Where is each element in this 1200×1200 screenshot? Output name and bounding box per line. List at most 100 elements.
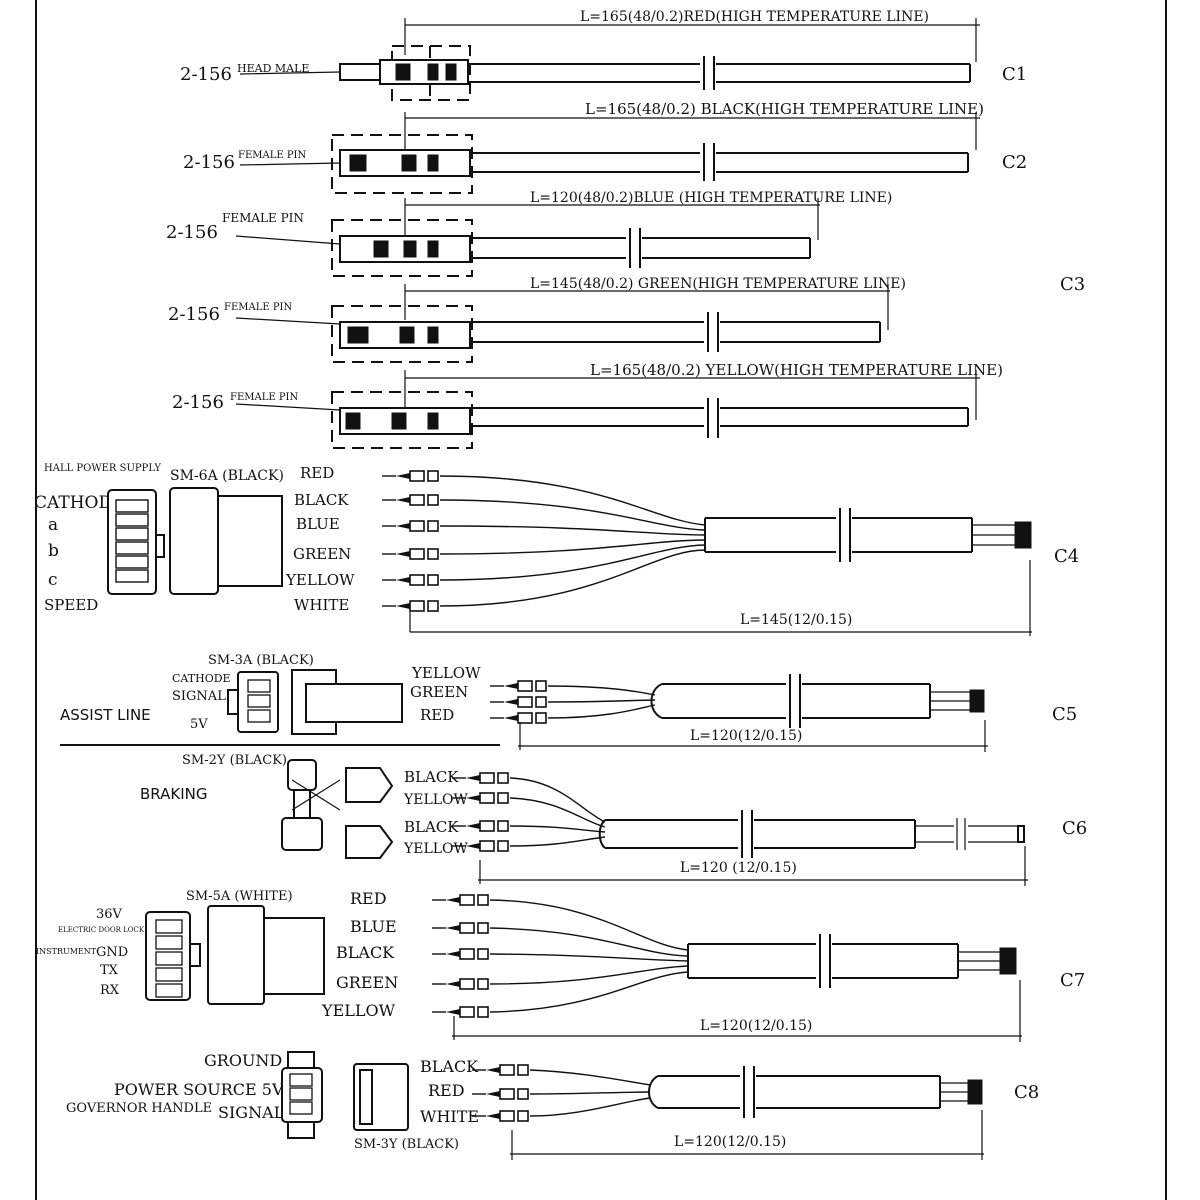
- c2-id: C2: [1002, 152, 1027, 173]
- c7-wire-yellow: YELLOW: [321, 1001, 396, 1020]
- c6-wire-yellow-1: YELLOW: [403, 792, 469, 808]
- c6-wire-black-2: BLACK: [404, 818, 459, 836]
- c7-terminal-2: [432, 922, 489, 934]
- c7-pin-gnd: GND: [96, 945, 128, 960]
- c3-type-3: FEMALE PIN: [230, 392, 298, 403]
- harness-c8: GROUND POWER SOURCE 5V GOVERNOR HANDLE S…: [66, 1051, 1039, 1160]
- harness-c5: SM-3A (BLACK) CATHODE SIGNAL ASSIST LINE…: [60, 653, 1077, 752]
- c7-terminal-1: [432, 894, 489, 906]
- c5-pin-5v: 5V: [190, 717, 208, 732]
- c4-title: HALL POWER SUPPLY: [44, 463, 161, 474]
- c7-title2: INSTRUMENT: [36, 947, 97, 956]
- c2-part: 2-156: [183, 152, 235, 173]
- c4-terminal-3: [382, 520, 439, 532]
- c4-wire-white: WHITE: [294, 596, 349, 614]
- c7-wire-black: BLACK: [336, 943, 395, 962]
- c7-pin-tx: TX: [100, 963, 119, 978]
- c1-part: 2-156: [180, 64, 232, 85]
- c6-id: C6: [1062, 818, 1087, 839]
- c6-terminal-3: [452, 820, 509, 832]
- c8-pin-power: POWER SOURCE 5V: [114, 1080, 284, 1099]
- c7-terminal-5: [432, 1006, 489, 1018]
- c3-part-1: 2-156: [166, 222, 218, 243]
- c5-wire-green: GREEN: [410, 683, 468, 701]
- c5-spec: L=120(12/0.15): [690, 728, 802, 744]
- harness-c7: SM-5A (WHITE) 36V ELECTRIC DOOR LOCK INS…: [36, 889, 1085, 1042]
- c8-spec: L=120(12/0.15): [674, 1134, 786, 1150]
- c7-id: C7: [1060, 970, 1085, 991]
- c4-pin-speed: SPEED: [44, 596, 98, 614]
- c4-wire-green: GREEN: [293, 545, 351, 563]
- c3-part-2: 2-156: [168, 304, 220, 325]
- harness-c4: HALL POWER SUPPLY SM-6A (BLACK) CATHODE …: [34, 463, 1079, 636]
- c8-terminal-1: [472, 1064, 529, 1076]
- c8-wire-red: RED: [428, 1081, 465, 1100]
- c1-spec: L=165(48/0.2)RED(HIGH TEMPERATURE LINE): [580, 9, 929, 25]
- c4-wire-yellow: YELLOW: [285, 571, 355, 589]
- c4-terminal-1: [382, 470, 439, 482]
- c8-title: GOVERNOR HANDLE: [66, 1101, 212, 1116]
- c3-type-2: FEMALE PIN: [224, 302, 292, 313]
- c3-id: C3: [1060, 274, 1085, 295]
- c8-id: C8: [1014, 1082, 1039, 1103]
- c8-wire-white: WHITE: [420, 1107, 479, 1126]
- c4-id: C4: [1054, 546, 1079, 567]
- c8-terminal-3: [472, 1110, 529, 1122]
- c2-spec: L=165(48/0.2) BLACK(HIGH TEMPERATURE LIN…: [585, 100, 984, 118]
- c5-title: ASSIST LINE: [60, 706, 151, 724]
- c6-wire-black-1: BLACK: [404, 768, 459, 786]
- c7-wire-blue: BLUE: [350, 917, 397, 936]
- c3-spec-yellow: L=165(48/0.2) YELLOW(HIGH TEMPERATURE LI…: [590, 361, 1003, 379]
- c4-wire-red: RED: [300, 464, 334, 482]
- c6-connector: SM-2Y (BLACK): [182, 753, 287, 768]
- c8-pin-ground: GROUND: [204, 1051, 282, 1070]
- c7-pin-rx: RX: [100, 983, 120, 998]
- c3-spec-green: L=145(48/0.2) GREEN(HIGH TEMPERATURE LIN…: [530, 276, 906, 292]
- c8-pin-signal: SIGNAL: [218, 1103, 285, 1122]
- c7-connector: SM-5A (WHITE): [186, 889, 293, 904]
- c7-terminal-4: [432, 978, 489, 990]
- c4-spec: L=145(12/0.15): [740, 612, 852, 628]
- c7-wire-red: RED: [350, 889, 387, 908]
- c5-terminal-2: [490, 696, 547, 708]
- c5-pin-cathode: CATHODE: [172, 672, 231, 685]
- c5-wire-yellow: YELLOW: [411, 664, 481, 682]
- c6-terminal-4: [452, 840, 509, 852]
- c4-terminal-2: [382, 494, 439, 506]
- c1-id: C1: [1002, 64, 1027, 85]
- c5-pin-signal: SIGNAL: [172, 689, 226, 704]
- c3-part-3: 2-156: [172, 392, 224, 413]
- c6-terminal-1: [452, 772, 509, 784]
- c6-terminal-2: [452, 792, 509, 804]
- c3-type-1: FEMALE PIN: [222, 211, 304, 225]
- harness-c6: SM-2Y (BLACK) BRAKING BLACK YELLOW BLACK…: [140, 753, 1087, 886]
- c7-wire-green: GREEN: [336, 973, 398, 992]
- c8-terminal-2: [472, 1088, 529, 1100]
- c5-terminal-3: [490, 712, 547, 724]
- harness-c2: L=165(48/0.2) BLACK(HIGH TEMPERATURE LIN…: [183, 100, 1027, 194]
- c4-terminal-5: [382, 574, 439, 586]
- c4-terminal-6: [382, 600, 439, 612]
- c1-type: HEAD MALE: [237, 62, 309, 75]
- c4-pin-a: a: [48, 515, 58, 535]
- c6-wire-yellow-2: YELLOW: [403, 841, 469, 857]
- c4-terminal-4: [382, 548, 439, 560]
- c4-pin-cathode: CATHODE: [34, 493, 125, 513]
- c7-spec: L=120(12/0.15): [700, 1018, 812, 1034]
- c4-pin-c: c: [48, 570, 58, 590]
- c4-wire-blue: BLUE: [296, 515, 340, 533]
- harness-c3: L=120(48/0.2)BLUE (HIGH TEMPERATURE LINE…: [166, 190, 1085, 449]
- c7-pin-36v: 36V: [96, 907, 123, 922]
- c6-title: BRAKING: [140, 785, 207, 803]
- c2-type: FEMALE PIN: [238, 150, 306, 161]
- c5-wire-red: RED: [420, 706, 454, 724]
- harness-c1: L=165(48/0.2)RED(HIGH TEMPERATURE LINE) …: [180, 9, 1027, 101]
- c3-spec-blue: L=120(48/0.2)BLUE (HIGH TEMPERATURE LINE…: [530, 190, 892, 206]
- c4-wire-black: BLACK: [294, 491, 349, 509]
- c4-pin-b: b: [48, 541, 59, 561]
- c6-spec: L=120 (12/0.15): [680, 860, 797, 876]
- c4-connector: SM-6A (BLACK): [170, 468, 284, 484]
- c7-terminal-3: [432, 948, 489, 960]
